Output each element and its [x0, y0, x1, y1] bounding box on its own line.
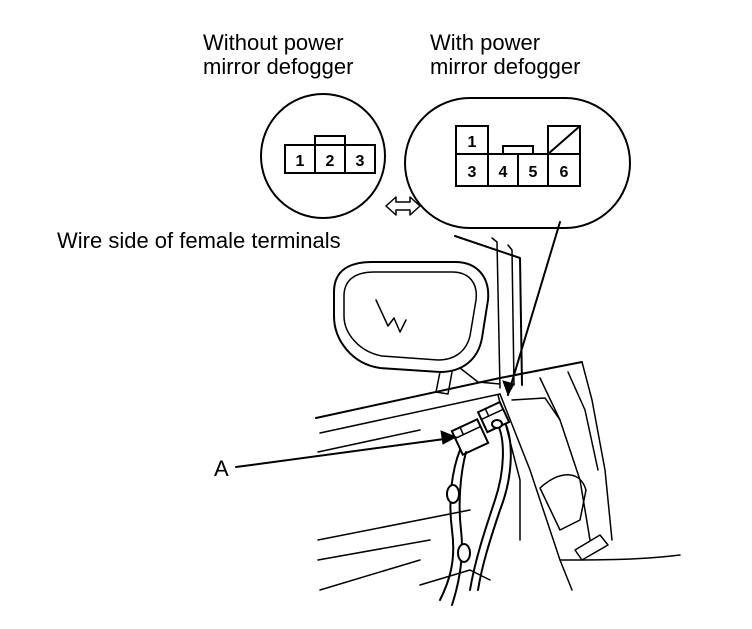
- pin-label: 2: [326, 153, 335, 170]
- pin-label: 1: [468, 134, 477, 151]
- mirror-reflection-mark: [375, 299, 407, 333]
- pin-label: 1: [296, 153, 305, 170]
- mirror-glass: [343, 271, 478, 361]
- leader-arrow-with: [502, 221, 561, 397]
- harness-clip: [446, 484, 460, 504]
- double-arrow-icon: [385, 196, 421, 216]
- connector-without-body: [284, 144, 376, 174]
- harness-clip: [457, 543, 471, 563]
- connector-without-latch: [314, 135, 346, 146]
- door-frame: [315, 235, 681, 591]
- wire-side-label: Wire side of female terminals: [57, 228, 341, 253]
- connector-with-defogger: 1 3 4 5 6: [404, 97, 631, 229]
- wire: [477, 424, 512, 591]
- wire: [439, 449, 461, 601]
- without-defogger-label-line1: Without power: [203, 30, 344, 55]
- with-defogger-label-line2: mirror defogger: [430, 54, 580, 79]
- blank-cavity-mark: [547, 125, 581, 155]
- side-mirror: [333, 261, 501, 395]
- pin-label: 4: [499, 164, 508, 181]
- wire: [469, 424, 504, 591]
- pin-label: 3: [356, 153, 365, 170]
- pin-label: 3: [468, 164, 477, 181]
- pin-label: 5: [529, 164, 538, 181]
- connector-without-defogger: 1 2 3: [260, 93, 386, 219]
- harness-assembly: [439, 400, 512, 606]
- wire: [451, 451, 467, 606]
- connector-with-latch: [502, 145, 534, 155]
- with-defogger-label-line1: With power: [430, 30, 540, 55]
- without-defogger-label-line2: mirror defogger: [203, 54, 353, 79]
- mirror-mount: [435, 371, 453, 395]
- pin-label: 6: [560, 164, 569, 181]
- callout-a-label: A: [214, 456, 229, 481]
- connector-a: [450, 417, 490, 457]
- mirror-housing: [333, 261, 490, 373]
- callout-a-arrow: [235, 430, 458, 468]
